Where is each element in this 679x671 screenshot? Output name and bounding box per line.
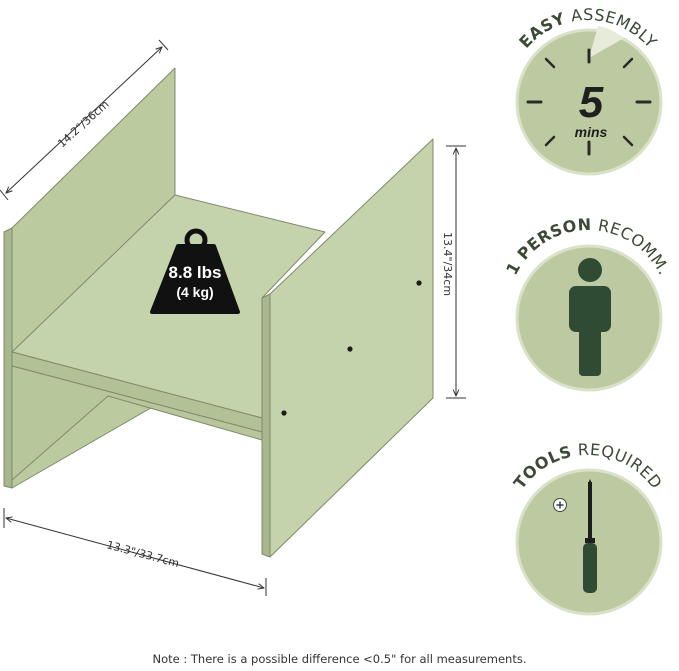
- weight-lbs: 8.8 lbs: [169, 263, 222, 282]
- svg-text:13.3"/33.7cm: 13.3"/33.7cm: [105, 538, 180, 570]
- weight-icon: 8.8 lbs (4 kg): [150, 228, 240, 314]
- right-panel-edge: [261, 293, 271, 558]
- stopwatch-icon: [526, 26, 652, 156]
- assembly-number: 5: [579, 78, 604, 127]
- shelf-underside: [11, 365, 263, 481]
- depth-cm: /33.7cm: [134, 546, 181, 570]
- person-icon: [569, 258, 611, 376]
- screwdriver-icon: [553, 479, 597, 593]
- dimension-height: 13.4"/34cm: [441, 145, 466, 399]
- svg-text:13.4"/34cm: 13.4"/34cm: [441, 232, 454, 296]
- badge-tools-required: TOOLS REQUIRED: [510, 440, 666, 616]
- width-cm: /36cm: [77, 98, 111, 131]
- dimension-depth: 13.3"/33.7cm: [3, 508, 267, 596]
- assembly-unit: mins: [575, 124, 608, 140]
- badge-easy-assembly: EASY ASSEMBLY 5 mins: [515, 5, 663, 176]
- left-panel: [3, 227, 13, 489]
- height-cm: /34cm: [441, 262, 454, 296]
- screw-hole: [281, 410, 287, 416]
- screw-hole: [416, 280, 422, 286]
- measurement-note: Note : There is a possible difference <0…: [152, 652, 527, 666]
- screw-hole: [347, 346, 353, 352]
- badge-one-person: 1 PERSON RECOMM.: [502, 215, 673, 392]
- depth-inches: 13.3": [105, 538, 137, 558]
- height-inches: 13.4": [441, 232, 454, 262]
- weight-kg: (4 kg): [176, 284, 213, 300]
